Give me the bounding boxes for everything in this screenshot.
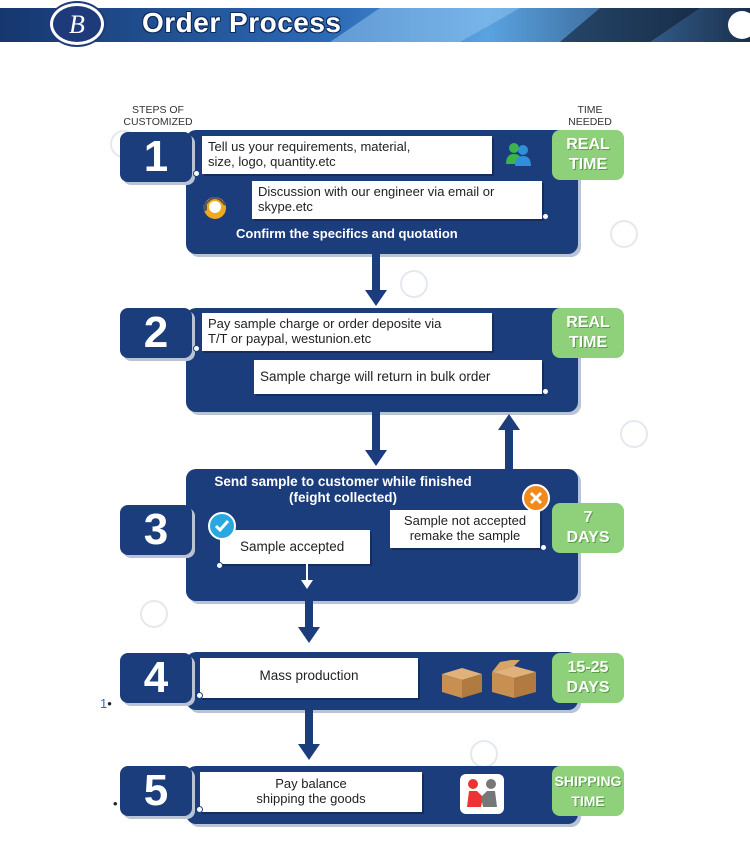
flow-arrow-3-4-head	[298, 627, 320, 643]
flow-arrow-1-2-shaft	[372, 254, 380, 292]
step2-time-badge: REAL TIME	[552, 308, 624, 358]
watermark-mark	[610, 220, 638, 248]
flow-arrow-4-5-shaft	[305, 710, 313, 746]
step2-time-line2: TIME	[568, 334, 608, 351]
cardboard-boxes-icon	[440, 660, 540, 700]
watermark-mark	[140, 600, 168, 628]
return-arrow-shaft	[505, 430, 513, 500]
time-heading-line1: TIME	[577, 104, 603, 116]
watermark-mark	[470, 740, 498, 768]
handshake-icon	[460, 774, 504, 814]
step2-number: 2	[120, 308, 192, 358]
step1-discussion-note: Discussion with our engineer via email o…	[252, 181, 542, 219]
steps-heading-line1: STEPS OF	[132, 104, 184, 116]
page-title: Order Process	[142, 7, 342, 38]
step2-note1-line2: T/T or paypal, westunion.etc	[208, 331, 372, 346]
step1-confirm-text: Confirm the specifics and quotation	[236, 226, 458, 241]
step1-time-line2: TIME	[568, 156, 608, 173]
step2-note1-dot	[193, 345, 200, 352]
time-column-heading: TIME NEEDED	[560, 104, 620, 128]
return-arrow-head	[498, 414, 520, 430]
step3-rejected-line2: remake the sample	[409, 528, 521, 543]
step1-number: 1	[120, 132, 192, 182]
step3-time-line1: 7	[583, 509, 593, 526]
step3-rejected-dot	[540, 544, 547, 551]
step2-refund-note: Sample charge will return in bulk order	[254, 360, 542, 394]
step3-rejected-line1: Sample not accepted	[403, 513, 527, 528]
step3-accepted-dot	[216, 562, 223, 569]
step5-note-line1: Pay balance	[275, 776, 347, 791]
step3-accepted-note: Sample accepted	[220, 530, 370, 564]
step2-note1-line1: Pay sample charge or order deposite via	[208, 316, 442, 331]
step2-payment-note: Pay sample charge or order deposite via …	[202, 313, 492, 351]
flow-arrow-2-3-head	[365, 450, 387, 466]
step1-note2-line2: skype.etc	[258, 199, 313, 214]
header-bar	[0, 8, 750, 42]
check-icon	[208, 512, 236, 540]
step5-time-badge: SHIPPING TIME	[552, 766, 624, 816]
step3-heading: Send sample to customer while finished (…	[188, 474, 498, 506]
step1-requirements-note: Tell us your requirements, material, siz…	[202, 136, 492, 174]
step5-time-line1: SHIPPING	[554, 773, 622, 789]
step2-time-line1: REAL	[566, 314, 610, 331]
step4-note-dot	[196, 692, 203, 699]
step4-time-line1: 15-25	[567, 659, 609, 676]
step1-note2-dot	[542, 213, 549, 220]
step3-heading-line2: (feight collected)	[288, 490, 397, 505]
step5-note-dot	[196, 806, 203, 813]
step4-time-line2: DAYS	[566, 679, 610, 696]
brand-logo: B	[50, 3, 104, 45]
step5-balance-note: Pay balance shipping the goods	[200, 772, 422, 812]
step1-time-line1: REAL	[566, 136, 610, 153]
step4-number: 4	[120, 653, 192, 703]
step4-time-badge: 15-25 DAYS	[552, 653, 624, 703]
watermark-mark	[400, 270, 428, 298]
time-heading-line2: NEEDED	[568, 116, 612, 128]
list-marker-number: 1	[100, 696, 108, 711]
cross-icon	[522, 484, 550, 512]
watermark-mark	[620, 420, 648, 448]
flow-arrow-2-3-shaft	[372, 412, 380, 452]
step1-note1-dot	[193, 170, 200, 177]
steps-column-heading: STEPS OF CUSTOMIZED	[114, 104, 202, 128]
step5-number: 5	[120, 766, 192, 816]
step1-note1-line2: size, logo, quantity.etc	[208, 154, 336, 169]
support-engineer-icon	[200, 192, 230, 222]
step3-heading-line1: Send sample to customer while finished	[214, 474, 472, 489]
list-bullet: •	[113, 796, 118, 811]
step3-time-badge: 7 DAYS	[552, 503, 624, 553]
step5-time-line2: TIME	[571, 793, 605, 809]
step3-rejected-note: Sample not accepted remake the sample	[390, 510, 540, 548]
step5-note-line2: shipping the goods	[256, 791, 366, 806]
step1-time-badge: REAL TIME	[552, 130, 624, 180]
messenger-icon	[502, 138, 534, 170]
step1-note1-line1: Tell us your requirements, material,	[208, 139, 411, 154]
step2-note2-dot	[542, 388, 549, 395]
logo-letter: B	[69, 10, 85, 39]
flow-arrow-3-4-shaft	[305, 601, 313, 629]
step4-mass-production-note: Mass production	[200, 658, 418, 698]
list-marker: 1•	[100, 696, 112, 711]
step1-note2-line1: Discussion with our engineer via email o…	[258, 184, 495, 199]
flow-arrow-4-5-head	[298, 744, 320, 760]
steps-heading-line2: CUSTOMIZED	[123, 116, 193, 128]
accepted-down-arrow-head	[301, 580, 313, 589]
flow-arrow-1-2-head	[365, 290, 387, 306]
step3-number: 3	[120, 505, 192, 555]
accepted-down-arrow-shaft	[306, 564, 308, 582]
step3-time-line2: DAYS	[566, 529, 610, 546]
